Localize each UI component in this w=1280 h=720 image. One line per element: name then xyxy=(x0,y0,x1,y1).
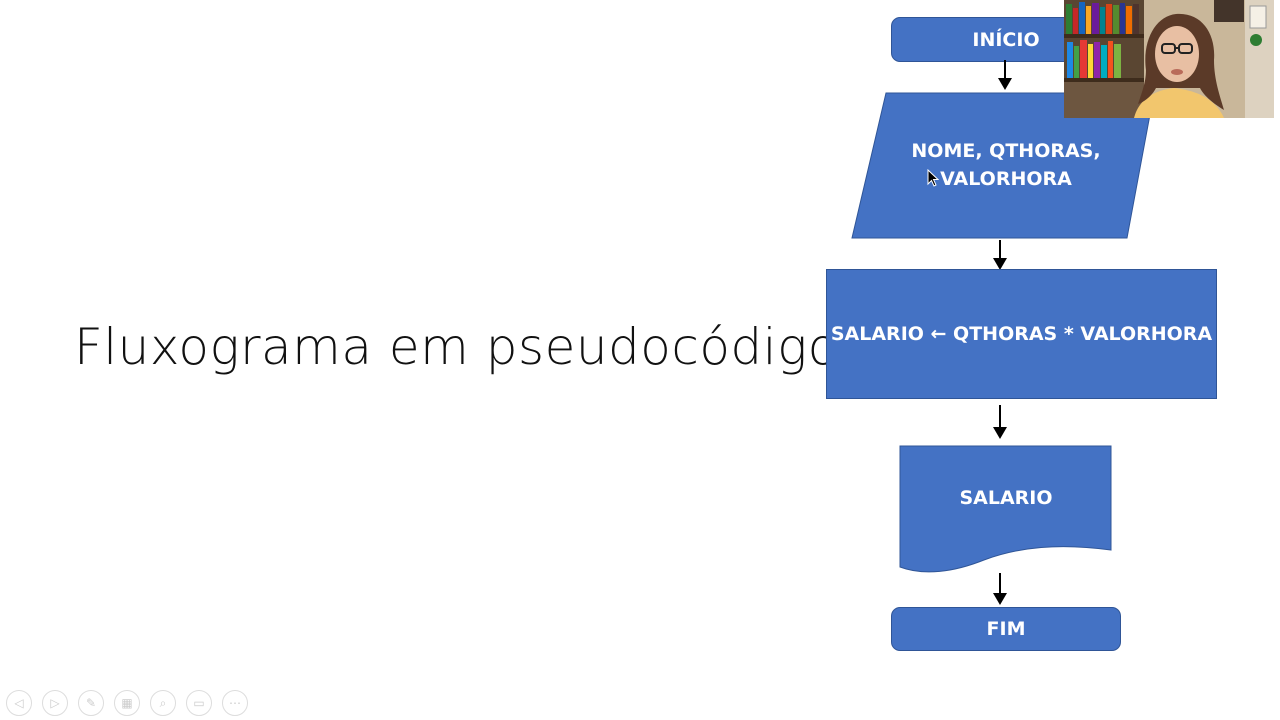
mouse-cursor-icon xyxy=(927,169,939,187)
flowchart-output-label: SALARIO xyxy=(959,487,1053,509)
flowchart-output xyxy=(899,445,1112,573)
slides-icon[interactable]: ▦ xyxy=(114,690,140,716)
flow-arrow xyxy=(993,240,1007,270)
zoom-icon[interactable]: ⌕ xyxy=(150,690,176,716)
presentation-toolbar: ◁ ▷ ✎ ▦ ⌕ ▭ ⋯ xyxy=(6,690,248,716)
flowchart-end: FIM xyxy=(891,607,1121,651)
next-icon[interactable]: ▷ xyxy=(42,690,68,716)
subtitles-icon[interactable]: ▭ xyxy=(186,690,212,716)
flowchart-process: SALARIO ← QTHORAS * VALORHORA xyxy=(826,269,1217,399)
slide-title: Fluxograma em pseudocódigo xyxy=(74,318,839,376)
presenter-video-image xyxy=(1064,0,1274,118)
flowchart-input-line2: VALORHORA xyxy=(940,168,1072,190)
flowchart-start-label: INÍCIO xyxy=(972,28,1040,51)
more-icon[interactable]: ⋯ xyxy=(222,690,248,716)
pen-icon[interactable]: ✎ xyxy=(78,690,104,716)
presenter-webcam xyxy=(1064,0,1274,118)
flow-arrow xyxy=(998,60,1012,90)
flowchart-input-line1: NOME, QTHORAS, xyxy=(911,140,1101,162)
flowchart-process-label: SALARIO ← QTHORAS * VALORHORA xyxy=(830,323,1213,345)
flow-arrow xyxy=(993,405,1007,439)
previous-icon[interactable]: ◁ xyxy=(6,690,32,716)
flowchart-input-text: NOME, QTHORAS, VALORHORA xyxy=(880,137,1132,193)
flow-arrow xyxy=(993,573,1007,605)
flowchart-end-label: FIM xyxy=(986,618,1026,640)
